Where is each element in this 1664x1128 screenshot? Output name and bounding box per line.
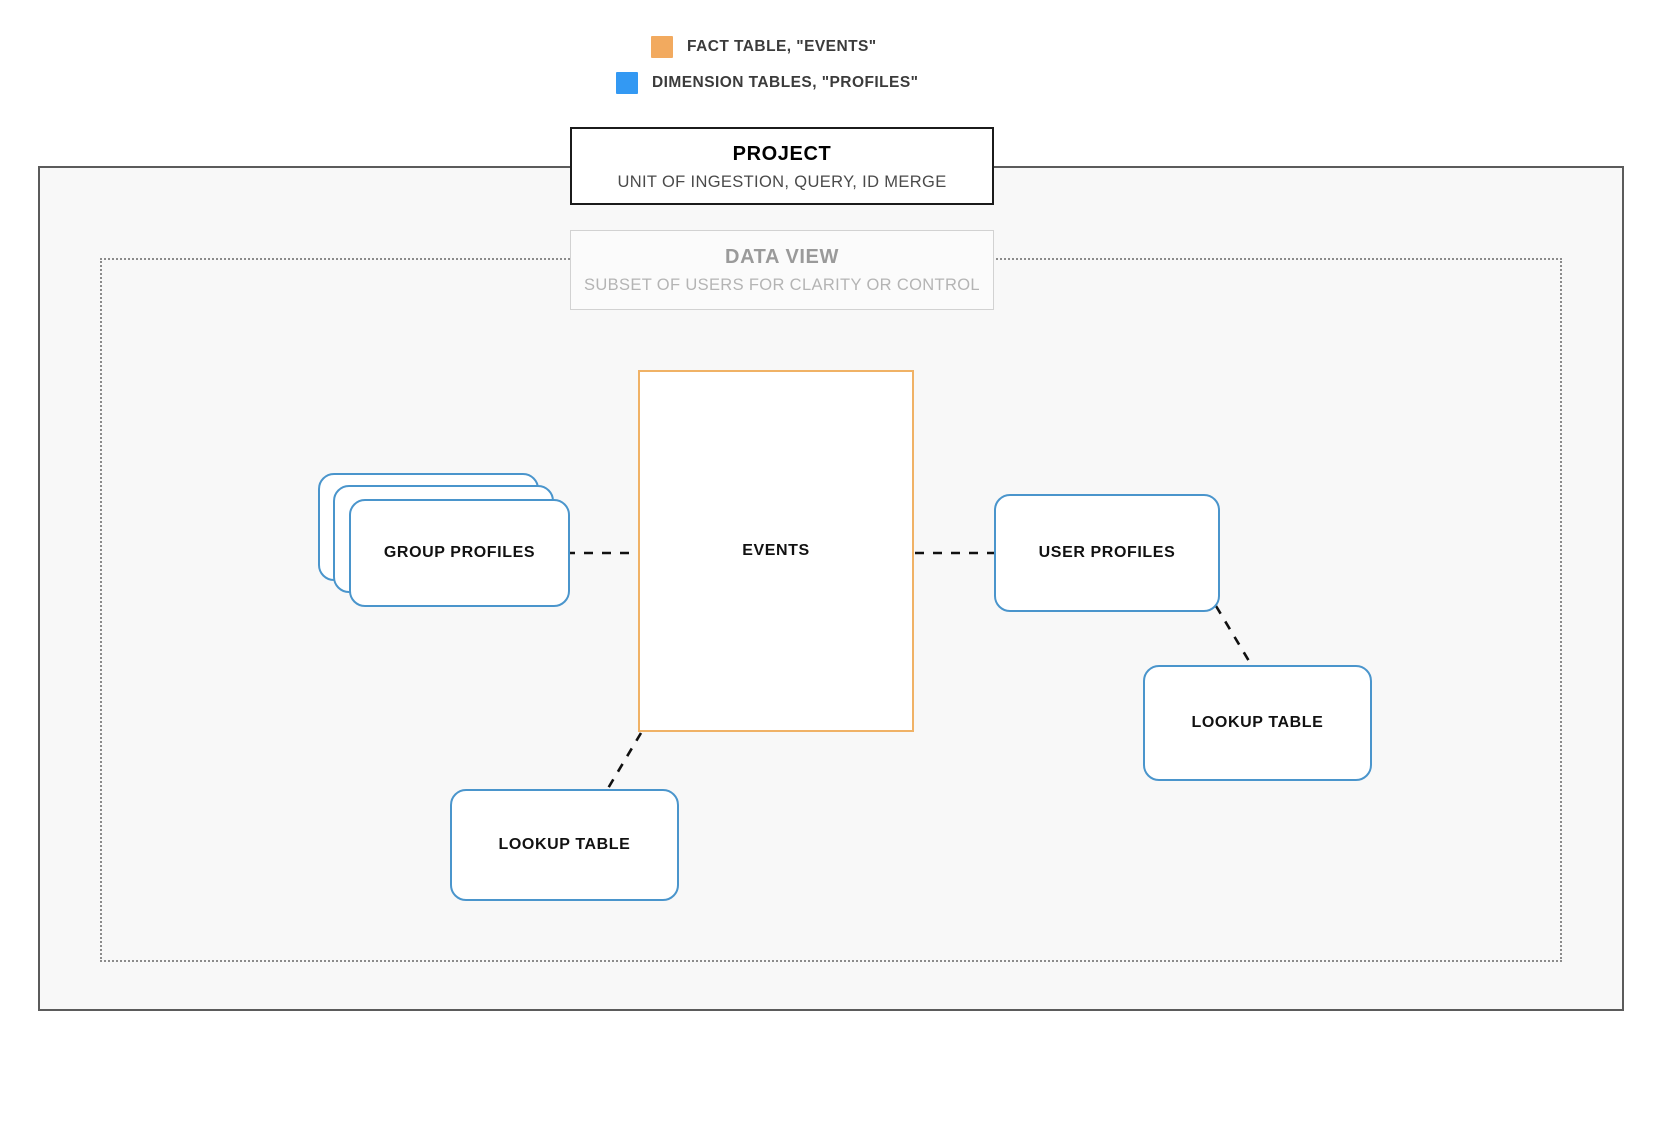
node-lookup-table-left[interactable]: LOOKUP TABLE — [450, 789, 679, 901]
project-title-box: PROJECT UNIT OF INGESTION, QUERY, ID MER… — [570, 127, 994, 205]
node-events[interactable]: EVENTS — [638, 370, 914, 732]
node-group-profiles-label: GROUP PROFILES — [383, 544, 536, 561]
project-title: PROJECT — [732, 143, 832, 165]
node-lookup-table-left-label: LOOKUP TABLE — [498, 836, 631, 853]
legend-label-fact-table: FACT TABLE, "EVENTS" — [687, 38, 877, 55]
data-view-title: DATA VIEW — [725, 246, 839, 268]
legend: FACT TABLE, "EVENTS" DIMENSION TABLES, "… — [0, 30, 1664, 110]
legend-item-fact-table: FACT TABLE, "EVENTS" — [651, 36, 877, 58]
legend-item-dimension-tables: DIMENSION TABLES, "PROFILES" — [616, 72, 918, 94]
data-view-subtitle: SUBSET OF USERS FOR CLARITY OR CONTROL — [584, 276, 980, 294]
group-profiles-stack-card-front[interactable]: GROUP PROFILES — [349, 499, 570, 607]
project-subtitle: UNIT OF INGESTION, QUERY, ID MERGE — [617, 173, 947, 191]
node-lookup-table-right[interactable]: LOOKUP TABLE — [1143, 665, 1372, 781]
node-events-label: EVENTS — [742, 542, 810, 559]
node-group-profiles[interactable]: GROUP PROFILES — [318, 473, 570, 613]
legend-label-dimension-tables: DIMENSION TABLES, "PROFILES" — [652, 74, 919, 91]
node-user-profiles[interactable]: USER PROFILES — [994, 494, 1220, 612]
data-view-title-box: DATA VIEW SUBSET OF USERS FOR CLARITY OR… — [570, 230, 994, 310]
dimension-tables-swatch-icon — [616, 72, 638, 94]
node-user-profiles-label: USER PROFILES — [1038, 544, 1176, 561]
node-lookup-table-right-label: LOOKUP TABLE — [1191, 714, 1324, 731]
fact-table-swatch-icon — [651, 36, 673, 58]
